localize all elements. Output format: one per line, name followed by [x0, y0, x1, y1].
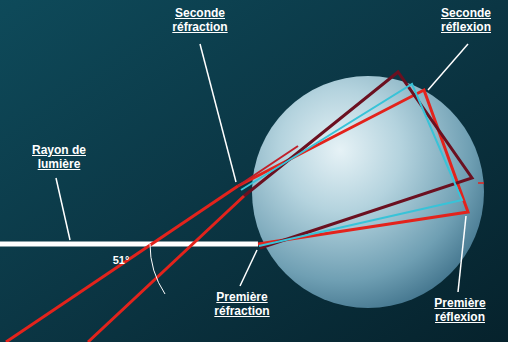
leader-line	[428, 44, 468, 90]
exit-ray	[6, 186, 238, 342]
part-label: Seconde réfraction	[158, 6, 242, 34]
leader-line	[200, 44, 236, 182]
leader-line	[56, 178, 70, 240]
tick-mark	[478, 182, 484, 184]
ray-extension	[238, 146, 298, 186]
angle-arc	[150, 244, 165, 294]
part-label: Première réfraction	[198, 290, 286, 318]
angle-label: 51°	[106, 253, 136, 267]
part-label: Rayon de lumière	[24, 143, 94, 171]
light-ray	[0, 242, 258, 247]
leader-line	[458, 216, 466, 292]
part-label: Première réflexion	[418, 296, 502, 324]
red-ray-path	[238, 90, 468, 244]
blue-ray-path	[241, 84, 462, 246]
exit-ray	[88, 196, 244, 342]
part-label: Seconde réflexion	[428, 6, 504, 34]
leader-line	[240, 250, 257, 286]
